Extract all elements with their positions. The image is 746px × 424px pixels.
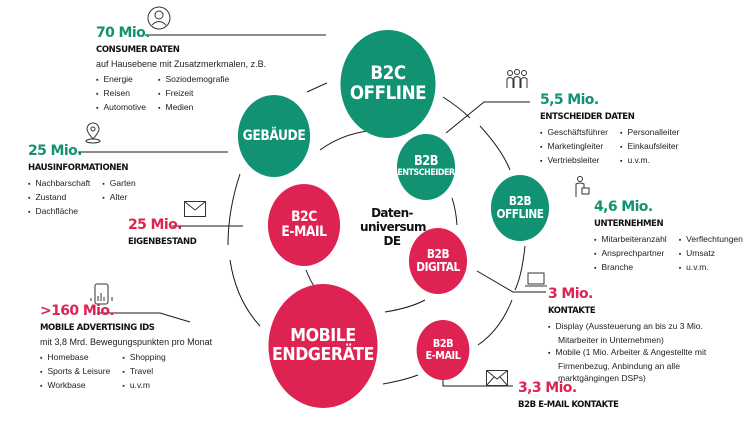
block-eigenbestand: 25 Mio. EIGENBESTAND — [128, 217, 197, 247]
circle-mobile-endgeraete: MOBILE ENDGERÄTE — [268, 284, 378, 408]
circle-label: B2B — [508, 194, 532, 209]
list-item: Nachbarschaft — [28, 177, 90, 191]
list-item: Marketingleiter — [540, 140, 608, 154]
value-label: >160 Mio. — [40, 303, 115, 319]
list-item: Medien — [158, 101, 229, 115]
envelope-icon — [486, 370, 508, 386]
list-item: Mitarbeiteranzahl — [594, 233, 666, 247]
smartphone-signal-icon — [90, 283, 113, 305]
circle-b2b-offline: B2B OFFLINE — [490, 175, 550, 241]
list-item: Soziodemografie — [158, 73, 230, 87]
location-pin-icon — [85, 122, 101, 144]
list-item: Mobile (1 Mio. Arbeiter & Angestellte mi… — [548, 346, 738, 384]
circle-label: B2C — [291, 209, 317, 226]
value-label: 25 Mio. — [128, 217, 182, 233]
list-item: Personalleiter — [620, 126, 679, 140]
circle-b2c-email: B2C E-MAIL — [267, 184, 341, 266]
laptop-icon — [525, 272, 547, 287]
block-entscheider-daten: 5,5 Mio. ENTSCHEIDER DATEN Geschäftsführ… — [540, 92, 679, 168]
value-label: 3 Mio. — [548, 286, 593, 302]
list-item: Garten — [102, 177, 136, 191]
list-item: Einkaufsleiter — [620, 140, 679, 154]
block-consumer-daten: 70 Mio. CONSUMER DATEN auf Hausebene mit… — [96, 25, 266, 115]
center-label-line: DE — [383, 234, 402, 248]
list-item: Geschäftsführer — [540, 126, 607, 140]
list-item: Automotive — [96, 101, 146, 115]
block-title: CONSUMER DATEN — [96, 45, 180, 55]
circle-label: ENTSCHEIDER — [397, 168, 455, 179]
circle-label: GEBÄUDE — [242, 127, 306, 144]
envelope-icon — [184, 201, 206, 217]
block-mobile-advertising-ids: >160 Mio. MOBILE ADVERTISING IDS mit 3,8… — [40, 303, 212, 393]
circle-gebaeude: GEBÄUDE — [237, 95, 311, 177]
list-item: Freizeit — [158, 87, 229, 101]
circle-label: B2B — [432, 337, 454, 351]
circle-label: B2C — [370, 62, 406, 85]
list-item: Workbase — [40, 379, 110, 393]
block-hausinformationen: 25 Mio. HAUSINFORMATIONEN NachbarschaftZ… — [28, 143, 136, 219]
value-label: 70 Mio. — [96, 25, 150, 41]
circle-label: E-MAIL — [425, 349, 461, 362]
circle-b2b-email: B2B E-MAIL — [416, 320, 470, 380]
block-title: B2B E-MAIL KONTAKTE — [518, 400, 619, 410]
circle-label: OFFLINE — [496, 207, 544, 221]
center-label-line: universum — [360, 220, 426, 234]
circle-b2c-offline: B2C OFFLINE — [340, 30, 436, 138]
circle-label: MOBILE — [290, 325, 356, 347]
list-item: u.v.m. — [679, 261, 743, 275]
value-label: 3,3 Mio. — [518, 380, 577, 396]
block-title: KONTAKTE — [548, 306, 596, 316]
list-item: Ansprechpartner — [594, 247, 667, 261]
circle-label: ENDGERÄTE — [272, 344, 374, 365]
center-label-line: Daten- — [371, 206, 413, 220]
value-label: 5,5 Mio. — [540, 92, 599, 108]
circle-b2b-entscheider: B2B ENTSCHEIDER — [396, 134, 456, 200]
list-item: Alter — [102, 191, 135, 205]
circle-label: E-MAIL — [281, 224, 327, 240]
block-b2b-email-kontakte: 3,3 Mio. B2B E-MAIL KONTAKTE — [518, 380, 619, 410]
block-subtitle: mit 3,8 Mrd. Bewegungspunkten pro Monat — [40, 337, 213, 347]
block-title: MOBILE ADVERTISING IDS — [40, 323, 155, 333]
list-item: u.v.m. — [620, 154, 679, 168]
circle-label: DIGITAL — [416, 260, 460, 274]
list-item: Display (Aussteuerung an bis zu 3 Mio. M… — [548, 320, 738, 346]
list-item: Branche — [594, 261, 667, 275]
block-kontakte: 3 Mio. KONTAKTE Display (Aussteuerung an… — [548, 286, 738, 384]
businessman-icon — [575, 176, 590, 197]
value-label: 25 Mio. — [28, 143, 82, 159]
list-item: Vertriebsleiter — [540, 154, 608, 168]
block-title: EIGENBESTAND — [128, 237, 197, 247]
circle-label: OFFLINE — [349, 82, 427, 104]
list-item: Shopping — [122, 351, 166, 365]
circle-label: B2B — [413, 154, 439, 170]
circle-b2b-digital: B2B DIGITAL — [408, 228, 468, 294]
list-item: u.v.m — [122, 379, 165, 393]
block-subtitle: auf Hausebene mit Zusatzmerkmalen, z.B. — [96, 59, 267, 69]
center-label: Daten- universum DE — [360, 206, 426, 248]
list-item: Umsatz — [679, 247, 743, 261]
list-item: Travel — [122, 365, 165, 379]
group-icon — [506, 69, 528, 88]
list-item: Homebase — [40, 351, 110, 365]
list-item: Zustand — [28, 191, 90, 205]
list-item: Energie — [96, 73, 146, 87]
person-icon — [147, 6, 171, 30]
block-unternehmen: 4,6 Mio. UNTERNEHMEN MitarbeiteranzahlAn… — [594, 199, 743, 275]
value-label: 4,6 Mio. — [594, 199, 653, 215]
block-title: HAUSINFORMATIONEN — [28, 163, 129, 173]
block-title: UNTERNEHMEN — [594, 219, 664, 229]
list-item: Verflechtungen — [679, 233, 743, 247]
block-title: ENTSCHEIDER DATEN — [540, 112, 635, 122]
list-item: Reisen — [96, 87, 146, 101]
circle-label: B2B — [426, 247, 450, 262]
list-item: Sports & Leisure — [40, 365, 110, 379]
list-item: Dachfläche — [28, 205, 90, 219]
